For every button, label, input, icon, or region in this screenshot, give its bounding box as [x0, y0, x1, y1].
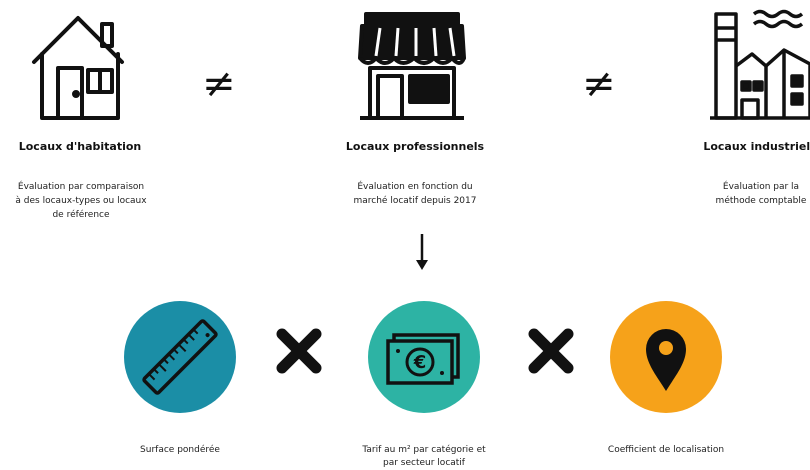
- category-description-industriels: Évaluation par la méthode comptable: [686, 180, 810, 208]
- times-icon: [276, 328, 322, 374]
- ruler-icon: [124, 301, 236, 413]
- shop-icon: [356, 12, 468, 120]
- not-equal-sign-2: ≠: [582, 61, 616, 107]
- caption-line: Surface pondérée: [140, 445, 220, 455]
- description-line: Évaluation par la: [722, 182, 800, 192]
- description-line: Évaluation par comparaison: [17, 182, 145, 192]
- euro-banknote-icon: €: [368, 301, 480, 413]
- arrow-down-icon: [414, 234, 430, 272]
- description-line: de référence: [52, 210, 110, 220]
- not-equal-sign-1: ≠: [202, 61, 236, 107]
- category-title-professionnels: Locaux professionnels: [345, 140, 485, 153]
- factory-icon: [708, 8, 810, 120]
- description-line: Évaluation en fonction du: [357, 182, 473, 192]
- description-line: marché locatif depuis 2017: [353, 196, 477, 206]
- factor-caption-surface: Surface pondérée: [100, 444, 260, 457]
- times-icon: [528, 328, 574, 374]
- house-icon: [28, 10, 130, 120]
- category-description-habitation: Évaluation par comparaison à des locaux-…: [0, 180, 162, 222]
- category-description-professionnels: Évaluation en fonction du marché locatif…: [330, 180, 500, 208]
- description-line: à des locaux-types ou locaux: [15, 196, 147, 206]
- factor-caption-localisation: Coefficient de localisation: [586, 444, 746, 457]
- category-title-habitation: Locaux d'habitation: [18, 140, 142, 153]
- caption-line: par secteur locatif: [383, 458, 465, 468]
- svg-text:€: €: [413, 352, 427, 373]
- location-pin-icon: [610, 301, 722, 413]
- description-line: méthode comptable: [715, 196, 807, 206]
- factor-caption-tarif: Tarif au m² par catégorie et par secteur…: [334, 444, 514, 470]
- category-title-industriels: Locaux industriels: [703, 140, 810, 153]
- caption-line: Coefficient de localisation: [607, 445, 725, 455]
- caption-line: Tarif au m² par catégorie et: [362, 445, 486, 455]
